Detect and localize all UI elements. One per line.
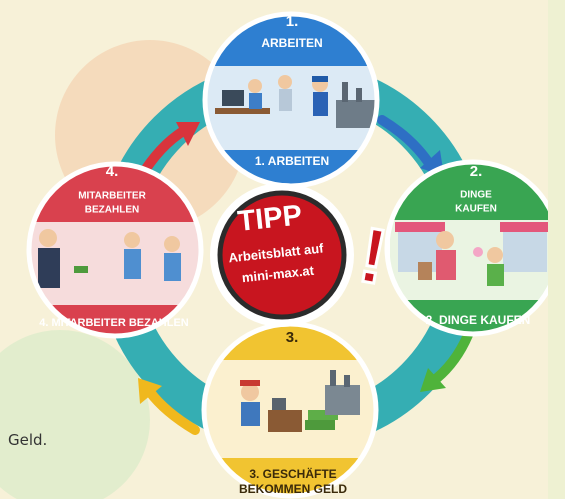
factory-icon xyxy=(325,370,360,415)
right-panel xyxy=(548,0,565,499)
tip-title: TIPP xyxy=(236,199,303,238)
step-3-banner-line2: BEKOMMEN GELD xyxy=(239,482,347,496)
step-1-banner: 1. ARBEITEN xyxy=(255,154,329,168)
arrow-2-to-3-icon xyxy=(420,330,473,392)
arrow-3-to-4-icon xyxy=(138,378,200,435)
shopkeeper-icon xyxy=(241,383,259,401)
boy-icon xyxy=(487,247,503,263)
step-1-number: 1. xyxy=(286,13,299,30)
step-4-banner: 4. MITARBEITER BEZAHLEN xyxy=(39,317,189,329)
cash-register-icon xyxy=(268,410,302,432)
factory-icon xyxy=(336,82,376,128)
woman-icon xyxy=(278,75,292,89)
step-4-title-line2: BEZAHLEN xyxy=(85,205,139,216)
worker-icon xyxy=(248,79,262,93)
employee-icon xyxy=(124,232,140,248)
money-stack-icon xyxy=(305,410,338,430)
step-2-dinge-kaufen: 2. DINGE KAUFEN 2. DINGE KAUFEN xyxy=(384,159,562,337)
step-3-geschaefte-bekommen-geld: 3. 3. GESCHÄFTE BEKOMMEN GELD xyxy=(201,321,379,499)
boss-icon xyxy=(39,229,57,247)
step-2-title-line2: KAUFEN xyxy=(455,204,497,215)
step-2-number: 2. xyxy=(470,163,483,180)
step-3-number: 3. xyxy=(286,329,299,346)
step-4-number: 4. xyxy=(106,163,119,180)
desk-icon xyxy=(215,108,270,114)
ice-cream-icon xyxy=(473,247,483,257)
employee-icon xyxy=(164,236,180,252)
step-3-banner-line1: 3. GESCHÄFTE xyxy=(249,466,336,481)
step-1-title: ARBEITEN xyxy=(261,36,322,50)
shopping-bag-icon xyxy=(418,262,432,280)
step-2-title-line1: DINGE xyxy=(460,190,492,201)
background-blob xyxy=(0,330,150,499)
computer-icon xyxy=(222,90,244,106)
step-4-title-line1: MITARBEITER xyxy=(78,191,146,202)
money-icon xyxy=(74,266,88,273)
woman-shopper-icon xyxy=(436,231,454,249)
step-4-mitarbeiter-bezahlen: 4. MITARBEITER BEZAHLEN 4. MITARBEITER B… xyxy=(26,161,204,339)
tip-badge: TIPP Arbeitsblatt auf mini-max.at ! xyxy=(210,183,395,327)
step-2-banner: 2. DINGE KAUFEN xyxy=(426,313,531,327)
side-text: Geld. xyxy=(8,431,48,449)
